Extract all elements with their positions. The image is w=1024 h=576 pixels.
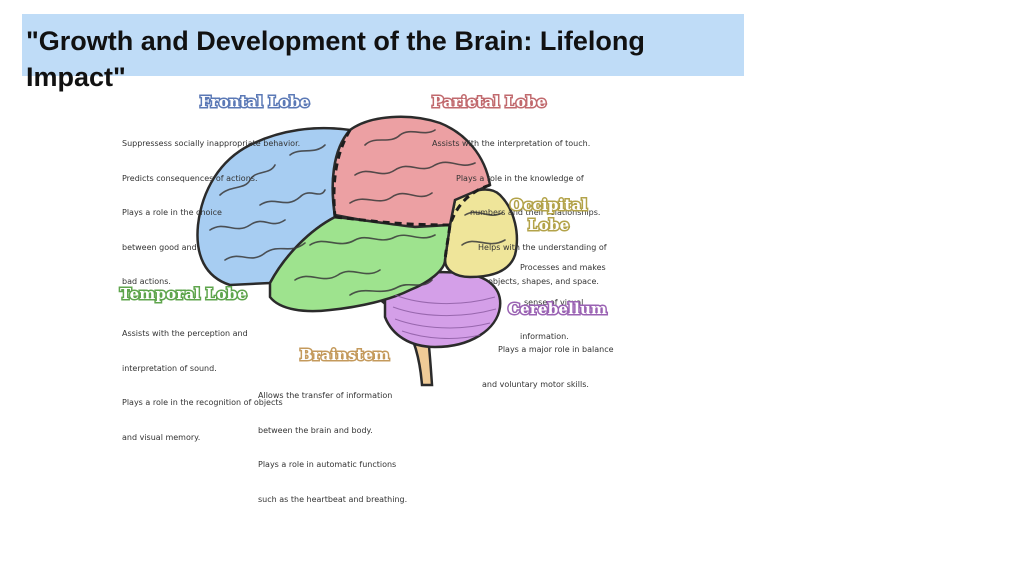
frontal-region [196, 126, 353, 287]
occipital-lobe-title: Occipital Lobe [508, 195, 588, 236]
description-line: Assists with the interpretation of touch… [432, 139, 591, 148]
description-line: interpretation of sound. [122, 363, 217, 373]
temporal-region [268, 215, 452, 313]
description-line: and voluntary motor skills. [482, 379, 589, 389]
description-line: Plays a role in the choice [122, 208, 222, 217]
occipital-title-line-1: Occipital [508, 195, 588, 216]
title-banner [22, 14, 744, 76]
description-line: such as the heartbeat and breathing. [258, 494, 408, 504]
description-line: Plays a role in automatic functions [258, 460, 397, 469]
occipital-lobe-description: Processes and makes sense of visual info… [520, 239, 606, 366]
frontal-lobe-description: Suppressess socially inappropriate behav… [122, 115, 300, 311]
lobe-boundary-occipital [443, 183, 491, 261]
description-line: bad actions. [122, 277, 171, 286]
parietal-lobe-description: Assists with the interpretation of touch… [432, 115, 607, 311]
description-line: objects, shapes, and space. [488, 277, 599, 286]
description-line: between good and [122, 242, 197, 252]
brain-folds [209, 129, 506, 296]
description-line: numbers and their relationships. [470, 208, 601, 217]
parietal-lobe-title: Parietal Lobe [431, 92, 548, 113]
description-line: between the brain and body. [258, 425, 373, 435]
slide-title: "Growth and Development of the Brain: Li… [26, 26, 645, 92]
cerebellum-title: Cerebellum [506, 299, 608, 320]
brain-illustration [196, 115, 519, 387]
description-line: Suppressess socially inappropriate behav… [122, 139, 301, 148]
description-line: and visual memory. [122, 432, 201, 442]
occipital-region [443, 188, 519, 279]
brain-diagram: Frontal Lobe Suppressess socially inappr… [110, 85, 650, 504]
temporal-lobe-title: Temporal Lobe [118, 284, 248, 305]
description-line: information. [520, 332, 569, 341]
description-line: Processes and makes [520, 263, 606, 272]
temporal-lobe-description: Assists with the perception and interpre… [122, 305, 283, 466]
frontal-lobe-title: Frontal Lobe [199, 92, 312, 113]
cerebellum-lines [392, 294, 497, 339]
occipital-title-line-2: Lobe [526, 215, 570, 236]
cerebellum-description: Plays a major role in balance and volunt… [482, 321, 614, 413]
lobe-boundary-temporal [334, 215, 451, 227]
description-line: Helps with the understanding of [478, 242, 607, 252]
description-line: Plays a major role in balance [498, 345, 614, 354]
description-line: Plays a role in the knowledge of [456, 173, 584, 183]
brainstem-description: Allows the transfer of information betwe… [258, 367, 407, 528]
description-line: Predicts consequences of actions. [122, 173, 258, 183]
description-line: Allows the transfer of information [258, 391, 393, 400]
description-line: Assists with the perception and [122, 329, 248, 338]
brainstem-title: Brainstem [299, 345, 391, 366]
description-line: Plays a role in the recognition of objec… [122, 398, 283, 407]
description-line: sense of visual [524, 297, 584, 307]
